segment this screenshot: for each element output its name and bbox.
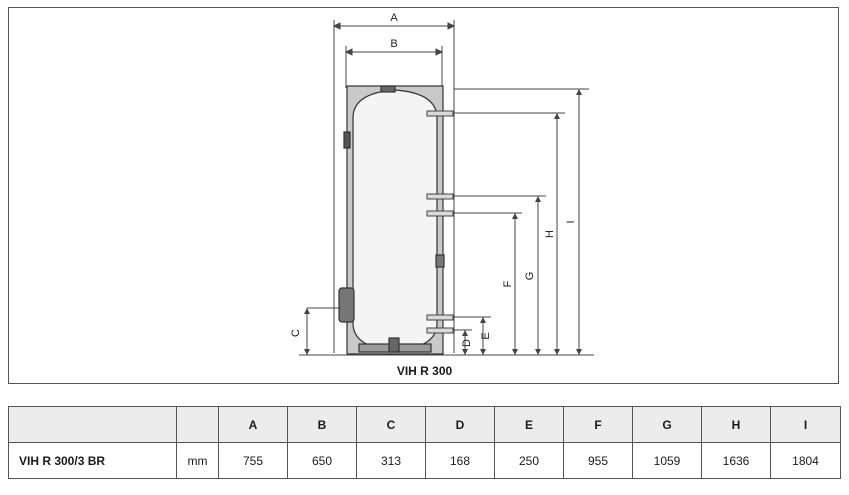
tank-body (338, 85, 445, 355)
tank-diagram: A B C D E F G H I (290, 12, 594, 356)
value-cell: 168 (425, 442, 495, 479)
header-cell: G (632, 406, 702, 443)
label-c: C (290, 329, 302, 337)
value-cell: 1636 (701, 442, 771, 479)
table-row: VIH R 300/3 BR mm 755 650 313 168 250 95… (8, 442, 841, 479)
table-header-row: A B C D E F G H I (8, 406, 841, 443)
value-cell: 955 (563, 442, 633, 479)
header-cell: F (563, 406, 633, 443)
unit-cell: mm (176, 442, 219, 479)
label-f: F (502, 280, 514, 287)
header-cell: C (356, 406, 426, 443)
value-cell: 1059 (632, 442, 702, 479)
technical-drawing: A B C D E F G H I VIH R 300 (8, 7, 839, 384)
label-e: E (480, 332, 492, 339)
label-h: H (544, 230, 556, 238)
value-cell: 755 (218, 442, 288, 479)
header-cell (176, 406, 219, 443)
header-cell: I (770, 406, 841, 443)
header-cell: H (701, 406, 771, 443)
header-cell: E (494, 406, 564, 443)
dimensions-table: A B C D E F G H I VIH R 300/3 BR mm 755 … (8, 406, 841, 479)
header-cell (8, 406, 177, 443)
label-a: A (390, 12, 398, 24)
value-cell: 250 (494, 442, 564, 479)
diagram-caption: VIH R 300 (396, 364, 453, 378)
label-g: G (524, 272, 536, 281)
value-cell: 650 (287, 442, 357, 479)
header-cell: D (425, 406, 495, 443)
label-i: I (565, 220, 577, 223)
value-cell: 313 (356, 442, 426, 479)
label-d: D (461, 339, 473, 347)
value-cell: 1804 (770, 442, 841, 479)
header-cell: A (218, 406, 288, 443)
model-cell: VIH R 300/3 BR (8, 442, 177, 479)
header-cell: B (287, 406, 357, 443)
label-b: B (390, 38, 397, 50)
